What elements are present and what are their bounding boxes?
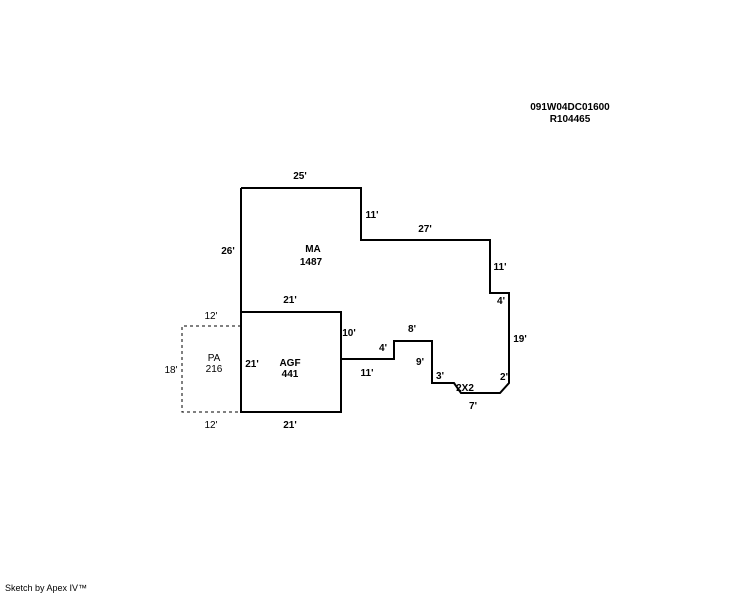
- dim-agf-bottom: 21': [283, 420, 297, 431]
- dim-pa-left: 18': [164, 365, 177, 376]
- agf-size: 441: [282, 369, 299, 380]
- ma-size: 1487: [300, 257, 323, 268]
- parcel-id: 091W04DC01600: [530, 102, 610, 113]
- dim-ma-bottom: 7': [469, 401, 477, 412]
- dim-agf-right: 10': [342, 328, 356, 339]
- parcel-identifier: 091W04DC01600 R104465: [500, 102, 640, 126]
- dim-agf-top: 21': [283, 295, 297, 306]
- pa-size: 216: [206, 364, 223, 375]
- dim-ma-notch-a: 3': [436, 371, 444, 382]
- footer-credit: Sketch by Apex IV™: [5, 583, 88, 593]
- pa-outline: [181, 325, 241, 413]
- parcel-ref: R104465: [549, 114, 591, 125]
- dim-ma-right-a: 11': [494, 262, 507, 273]
- dim-ma-bevel: 2': [500, 372, 508, 383]
- agf-outline: [240, 311, 342, 413]
- dim-agf-left: 21': [245, 359, 259, 370]
- dim-ma-upper-right: 27': [418, 224, 432, 235]
- ma-outline: [241, 187, 510, 394]
- pa-code: PA: [208, 353, 221, 364]
- dim-pa-bottom: 12': [204, 420, 217, 431]
- dim-ma-notch-top: 8': [408, 324, 416, 335]
- dim-ma-top: 25': [293, 171, 307, 182]
- ma-code: MA: [305, 244, 321, 255]
- dim-pa-top: 12': [204, 311, 217, 322]
- dim-ma-lower: 11': [361, 368, 374, 379]
- dim-ma-left: 26': [221, 246, 235, 257]
- dim-ma-jog: 4': [497, 296, 505, 307]
- dim-ma-notch-c: 4': [379, 343, 387, 354]
- dim-ma-step: 11': [366, 210, 379, 221]
- agf-code: AGF: [279, 358, 300, 369]
- bay-label: 2X2: [456, 383, 474, 394]
- dim-ma-notch-b: 9': [416, 357, 424, 368]
- dim-ma-right-b: 19': [513, 334, 527, 345]
